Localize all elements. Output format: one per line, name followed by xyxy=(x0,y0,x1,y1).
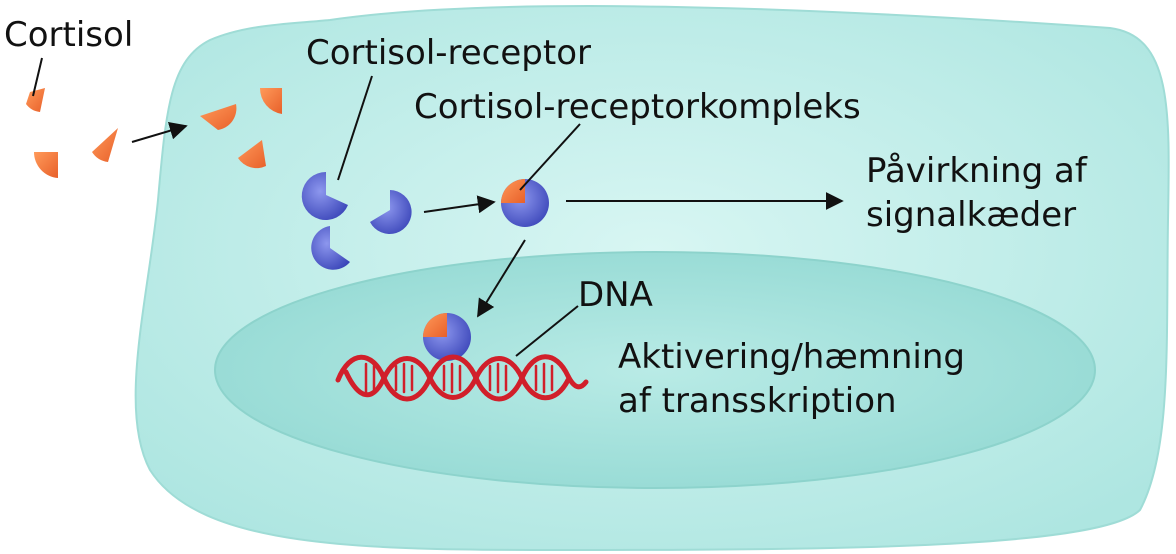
label-dna: DNA xyxy=(578,275,653,315)
nucleus xyxy=(214,251,1096,489)
label-transcription-line1: Aktivering/hæmning xyxy=(618,337,965,377)
label-transcription-line2: af transskription xyxy=(618,381,897,421)
dna-helix xyxy=(335,354,589,402)
cortisol-molecule xyxy=(238,140,266,169)
label-complex: Cortisol-receptorkompleks xyxy=(414,87,861,127)
cortisol-molecule xyxy=(259,88,282,114)
receptor-leader-line xyxy=(337,75,373,181)
label-cortisol-receptor: Cortisol-receptor xyxy=(306,33,591,73)
dna-leader-line xyxy=(515,305,579,357)
entry-arrow xyxy=(131,121,188,143)
receptors-free xyxy=(301,171,412,270)
label-cortisol: Cortisol xyxy=(4,15,133,55)
receptor xyxy=(370,190,412,234)
receptor xyxy=(311,226,350,270)
complex-leader-line xyxy=(519,123,581,191)
receptor-complex xyxy=(501,179,549,227)
label-effect-line1: Påvirkning af xyxy=(866,151,1088,191)
receptor-complex-dna xyxy=(423,313,471,361)
cortisol-molecules-outside xyxy=(26,88,282,178)
cortisol-leader-line xyxy=(32,57,43,97)
binding-arrow xyxy=(423,195,496,214)
cortisol-molecule xyxy=(200,104,237,130)
cortisol-molecule xyxy=(26,88,45,112)
cortisol-molecule xyxy=(33,152,58,178)
cortisol-molecule xyxy=(92,128,118,162)
nucleus-arrow xyxy=(477,239,526,318)
receptor xyxy=(301,171,348,220)
label-effect-line2: signalkæder xyxy=(866,195,1076,235)
